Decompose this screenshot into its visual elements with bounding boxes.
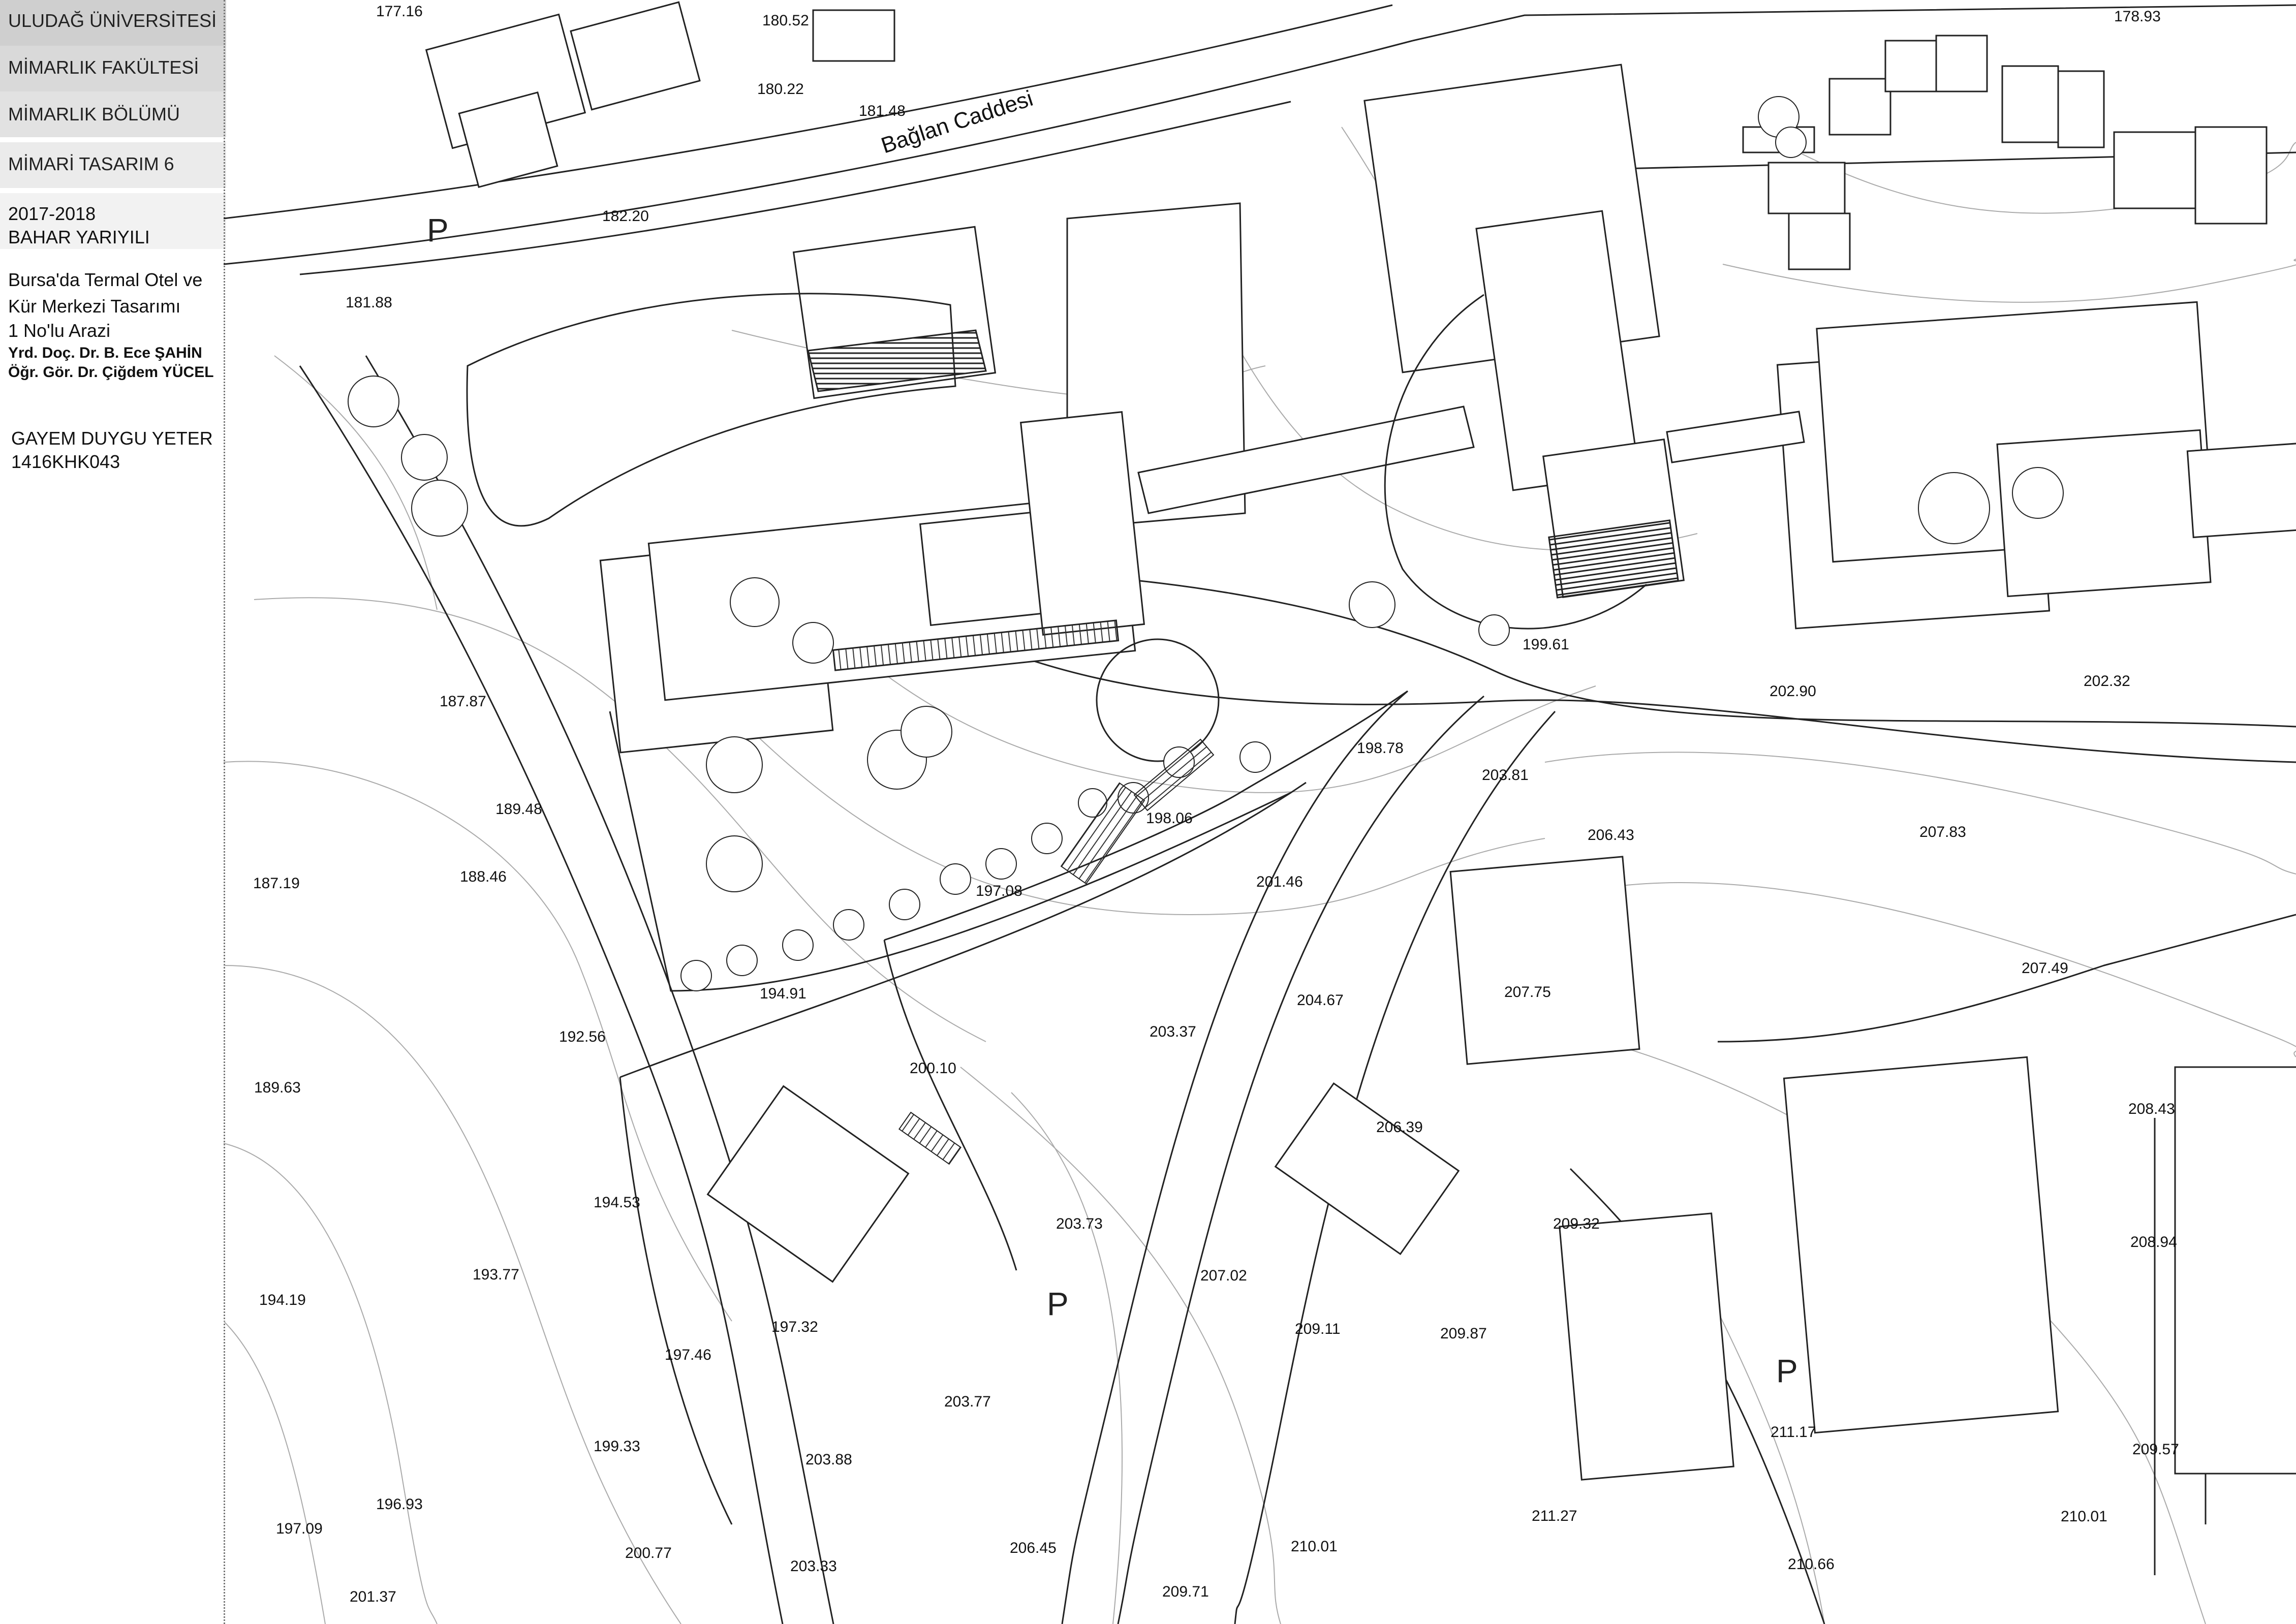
spot-height-label: 198.06 bbox=[1146, 810, 1193, 827]
spot-height-label: 193.77 bbox=[473, 1266, 519, 1283]
spot-height-label: 194.91 bbox=[760, 985, 806, 1002]
title-block-divider bbox=[224, 0, 225, 1624]
title-block: ULUDAĞ ÜNİVERSİTESİ MİMARLIK FAKÜLTESİ M… bbox=[0, 0, 226, 1624]
spot-height-label: 206.39 bbox=[1376, 1119, 1423, 1136]
spot-height-label: 207.75 bbox=[1504, 984, 1551, 1001]
spot-height-label: 187.19 bbox=[253, 875, 300, 892]
stairs bbox=[898, 738, 1215, 1165]
spot-height-label: 207.49 bbox=[2022, 960, 2068, 977]
instructor-2: Öğr. Gör. Dr. Çiğdem YÜCEL bbox=[8, 364, 214, 381]
spot-height-label: 208.94 bbox=[2130, 1234, 2177, 1251]
spot-height-label: 194.53 bbox=[594, 1194, 640, 1211]
spot-height-label: 203.77 bbox=[944, 1393, 991, 1410]
spot-height-label: 203.88 bbox=[805, 1451, 852, 1468]
spot-height-label: 178.93 bbox=[2114, 8, 2161, 25]
parking-symbol: P bbox=[427, 212, 449, 248]
project-title-line1: Bursa'da Termal Otel ve bbox=[8, 269, 203, 290]
spot-height-label: 203.37 bbox=[1150, 1023, 1196, 1040]
spot-height-label: 200.77 bbox=[625, 1545, 672, 1561]
site-plan-map: Bağlan Caddesi 177.16180.52178.93180.221… bbox=[224, 1, 2296, 1624]
hotel-complex bbox=[599, 202, 2296, 754]
spot-height-label: 201.46 bbox=[1256, 873, 1303, 890]
spot-height-label: 192.56 bbox=[559, 1028, 606, 1045]
spot-height-label: 207.83 bbox=[1919, 824, 1966, 840]
spot-height-label: 197.32 bbox=[771, 1319, 818, 1335]
title-band-year bbox=[0, 193, 226, 249]
spot-height-label: 202.32 bbox=[2084, 673, 2130, 690]
spot-height-label: 201.37 bbox=[350, 1588, 396, 1605]
instructor-1: Yrd. Doç. Dr. B. Ece ŞAHİN bbox=[8, 345, 202, 361]
university-name: ULUDAĞ ÜNİVERSİTESİ bbox=[8, 10, 217, 31]
spot-height-label: 204.67 bbox=[1297, 992, 1344, 1009]
road-network bbox=[224, 4, 2296, 1624]
student-name: GAYEM DUYGU YETER bbox=[11, 428, 213, 449]
spot-height-label: 181.48 bbox=[859, 103, 906, 119]
spot-height-label: 197.08 bbox=[976, 883, 1022, 899]
spot-height-label: 210.01 bbox=[1291, 1538, 1338, 1555]
spot-height-label: 211.27 bbox=[1532, 1508, 1577, 1524]
spot-height-label: 207.02 bbox=[1200, 1267, 1247, 1284]
spot-height-label: 206.45 bbox=[1010, 1540, 1057, 1556]
project-title-line3: 1 No'lu Arazi bbox=[8, 320, 110, 341]
spot-height-label: 199.61 bbox=[1523, 636, 1569, 653]
spot-height-label: 197.09 bbox=[276, 1520, 323, 1537]
spot-heights: 177.16 180.52 178.93 180.22 181.48 182.20 181.… bbox=[253, 3, 2179, 1605]
building-footprints bbox=[425, 1, 2296, 1481]
parking-symbol: P bbox=[1047, 1286, 1069, 1322]
spot-height-label: 203.81 bbox=[1482, 767, 1529, 784]
title-band-department: MİMARLIK BÖLÜMÜ bbox=[0, 91, 226, 137]
spot-height-label: 199.33 bbox=[594, 1438, 640, 1455]
spot-height-label: 202.90 bbox=[1770, 683, 1816, 700]
spot-height-label: 210.01 bbox=[2061, 1508, 2107, 1525]
title-band-faculty: MİMARLIK FAKÜLTESİ bbox=[0, 46, 226, 91]
spot-height-label: 203.73 bbox=[1056, 1215, 1103, 1232]
student-id: 1416KHK043 bbox=[11, 451, 120, 472]
academic-year: 2017-2018 bbox=[8, 203, 96, 224]
spot-height-label: 180.22 bbox=[757, 81, 804, 98]
spot-height-label: 210.66 bbox=[1788, 1556, 1835, 1573]
spot-height-label: 209.57 bbox=[2132, 1441, 2179, 1458]
parking-markers: P P P bbox=[427, 212, 1798, 1389]
title-band-university: ULUDAĞ ÜNİVERSİTESİ bbox=[0, 0, 226, 46]
spot-height-label: 187.87 bbox=[440, 693, 486, 710]
spot-height-label: 181.88 bbox=[346, 294, 392, 311]
site-landscape bbox=[466, 293, 1647, 992]
spot-height-label: 194.19 bbox=[259, 1292, 306, 1308]
spot-height-label: 211.17 bbox=[1771, 1424, 1816, 1441]
course-name: MİMARİ TASARIM 6 bbox=[8, 153, 174, 174]
spot-height-label: 182.20 bbox=[602, 208, 649, 225]
spot-height-label: 200.10 bbox=[910, 1060, 956, 1077]
semester: BAHAR YARIYILI bbox=[8, 227, 150, 247]
spot-height-label: 209.11 bbox=[1295, 1321, 1341, 1337]
spot-height-label: 209.87 bbox=[1440, 1325, 1487, 1342]
title-band-course: MİMARİ TASARIM 6 bbox=[0, 142, 226, 188]
spot-height-label: 198.78 bbox=[1357, 740, 1404, 757]
spot-height-label: 197.46 bbox=[665, 1347, 711, 1363]
spot-height-label: 189.48 bbox=[495, 801, 542, 818]
spot-height-label: 189.63 bbox=[254, 1079, 301, 1096]
project-title-line2: Kür Merkezi Tasarımı bbox=[8, 296, 181, 317]
spot-height-label: 209.71 bbox=[1162, 1583, 1209, 1600]
spot-height-label: 177.16 bbox=[376, 3, 423, 20]
spot-height-label: 188.46 bbox=[460, 868, 507, 885]
trees bbox=[348, 96, 2064, 991]
spot-height-label: 203.33 bbox=[790, 1558, 837, 1575]
spot-height-label: 196.93 bbox=[376, 1496, 423, 1513]
department-name: MİMARLIK BÖLÜMÜ bbox=[8, 104, 180, 124]
spot-height-label: 180.52 bbox=[762, 12, 809, 29]
faculty-name: MİMARLIK FAKÜLTESİ bbox=[8, 57, 199, 78]
spot-height-label: 206.43 bbox=[1588, 827, 1634, 844]
spot-height-label: 209.32 bbox=[1553, 1215, 1600, 1232]
parking-symbol: P bbox=[1776, 1353, 1798, 1389]
spot-height-label: 208.43 bbox=[2128, 1101, 2175, 1117]
